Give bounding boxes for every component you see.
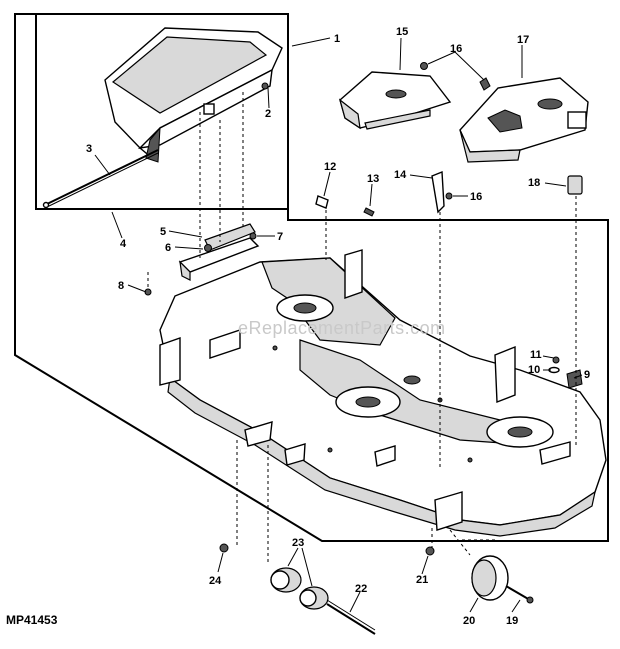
callout-2: 2 xyxy=(265,108,271,120)
mower-deck xyxy=(159,249,607,537)
callout-13: 13 xyxy=(367,173,379,185)
callout-1: 1 xyxy=(334,33,340,45)
belt-shields xyxy=(338,71,589,163)
watermark: eReplacementParts.com xyxy=(238,318,446,338)
callout-9: 9 xyxy=(584,369,590,381)
callout-16a: 16 xyxy=(450,43,462,55)
callout-21: 21 xyxy=(416,574,428,586)
callout-labels: 1 2 3 4 5 6 7 8 9 10 11 12 13 14 15 16 1… xyxy=(86,26,590,627)
callout-11: 11 xyxy=(530,349,542,361)
callout-22: 22 xyxy=(355,583,367,595)
callout-12: 12 xyxy=(324,161,336,173)
callout-10: 10 xyxy=(528,364,540,376)
callout-8: 8 xyxy=(118,280,124,292)
leader-lines xyxy=(94,37,583,613)
callout-18: 18 xyxy=(528,177,540,189)
callout-17: 17 xyxy=(517,34,529,46)
callout-15: 15 xyxy=(396,26,408,38)
pivot-bracket xyxy=(178,92,260,281)
wheels-rollers xyxy=(270,555,534,635)
deflector-shield-assembly xyxy=(42,27,283,209)
callout-14: 14 xyxy=(394,169,407,181)
callout-7: 7 xyxy=(277,231,283,243)
callout-24: 24 xyxy=(209,575,222,587)
callout-23: 23 xyxy=(292,537,304,549)
callout-5: 5 xyxy=(160,226,166,238)
callout-4: 4 xyxy=(120,238,127,250)
callout-20: 20 xyxy=(463,615,475,627)
hardware-items xyxy=(144,62,583,556)
callout-3: 3 xyxy=(86,143,92,155)
callout-19: 19 xyxy=(506,615,518,627)
assembly-frame xyxy=(14,13,609,542)
diagram-code: MP41453 xyxy=(6,613,58,627)
alignment-lines xyxy=(147,196,577,565)
callout-6: 6 xyxy=(165,242,171,254)
callout-16b: 16 xyxy=(470,191,482,203)
